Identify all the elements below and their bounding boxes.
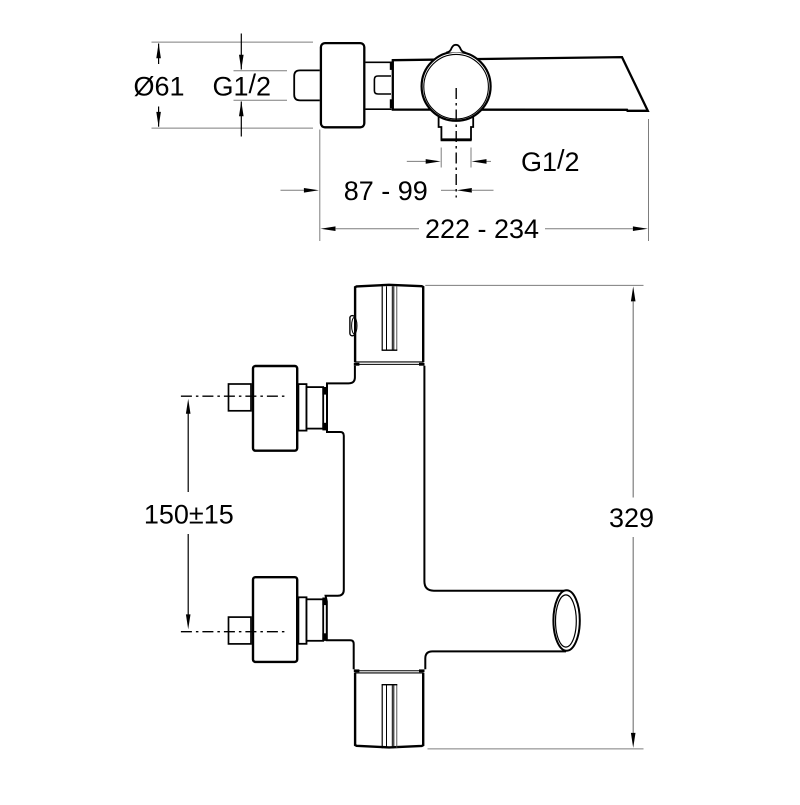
svg-text:222 - 234: 222 - 234: [425, 214, 539, 244]
svg-text:87 - 99: 87 - 99: [344, 176, 428, 206]
svg-text:150±15: 150±15: [144, 499, 234, 529]
svg-text:G1/2: G1/2: [521, 144, 580, 177]
svg-text:G1/2: G1/2: [213, 69, 272, 102]
svg-text:Ø61: Ø61: [134, 71, 185, 101]
svg-text:329: 329: [609, 503, 654, 533]
